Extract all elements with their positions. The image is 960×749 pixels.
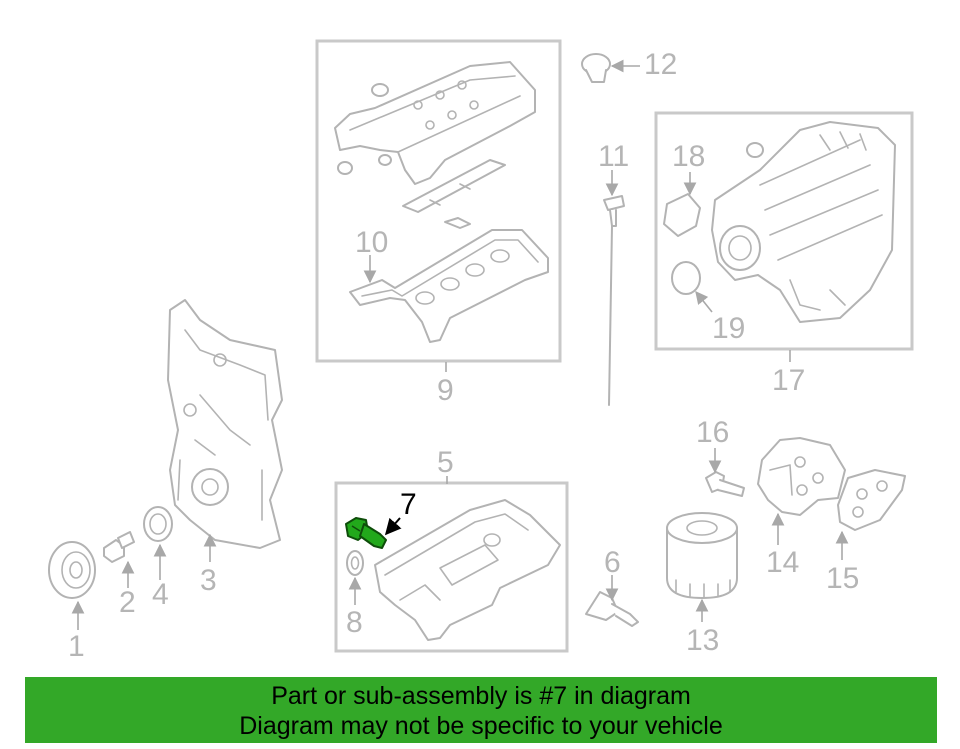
- valve-cover-seal: [402, 159, 506, 229]
- callout-16: 16: [696, 416, 729, 449]
- banner-part-note: Part or sub-assembly is #7 in diagram: [271, 682, 691, 710]
- banner-disclaimer: Diagram may not be specific to your vehi…: [239, 712, 723, 740]
- callout-1: 1: [68, 630, 85, 663]
- callout-18: 18: [672, 140, 705, 173]
- throttle-gasket: [663, 193, 701, 237]
- group-box-9: [315, 39, 562, 363]
- oil-filter-housing: [757, 437, 846, 516]
- callout-4: 4: [152, 578, 169, 611]
- callout-15: 15: [826, 562, 859, 595]
- callout-8: 8: [346, 606, 363, 639]
- intake-o-ring: [671, 261, 701, 295]
- valve-cover-gasket: [349, 229, 549, 343]
- front-crank-seal: [143, 506, 173, 542]
- oil-pan: [374, 499, 561, 641]
- info-banner: Part or sub-assembly is #7 in diagram Di…: [25, 677, 937, 743]
- drain-plug-gasket: [346, 550, 364, 576]
- callout-12: 12: [644, 48, 677, 81]
- intake-manifold: [711, 121, 896, 323]
- callout-19: 19: [712, 312, 745, 345]
- callout-5: 5: [437, 446, 454, 479]
- oil-dipstick: [603, 195, 625, 406]
- pulley-bolt: [103, 531, 135, 563]
- group-box-17: [654, 111, 914, 351]
- valve-cover: [334, 61, 536, 185]
- oil-drain-plug[interactable]: [345, 517, 387, 549]
- callout-14: 14: [766, 546, 799, 579]
- callout-7[interactable]: 7: [400, 488, 417, 521]
- callout-3: 3: [200, 564, 217, 597]
- callout-11: 11: [598, 140, 629, 173]
- callout-10: 10: [355, 226, 388, 259]
- leader-19: [695, 291, 713, 313]
- housing-bolt: [705, 471, 745, 497]
- oil-filler-cap: [581, 53, 611, 83]
- callout-13: 13: [686, 624, 719, 657]
- leader-7: [384, 517, 402, 536]
- callout-2: 2: [119, 586, 136, 619]
- callout-9: 9: [437, 374, 454, 407]
- group-box-5: [334, 481, 569, 653]
- crankshaft-pulley: [48, 541, 96, 599]
- callout-17: 17: [772, 364, 805, 397]
- callout-6: 6: [604, 546, 621, 579]
- oil-filter: [666, 512, 738, 599]
- timing-cover: [167, 299, 283, 549]
- oil-housing-gasket: [837, 469, 906, 531]
